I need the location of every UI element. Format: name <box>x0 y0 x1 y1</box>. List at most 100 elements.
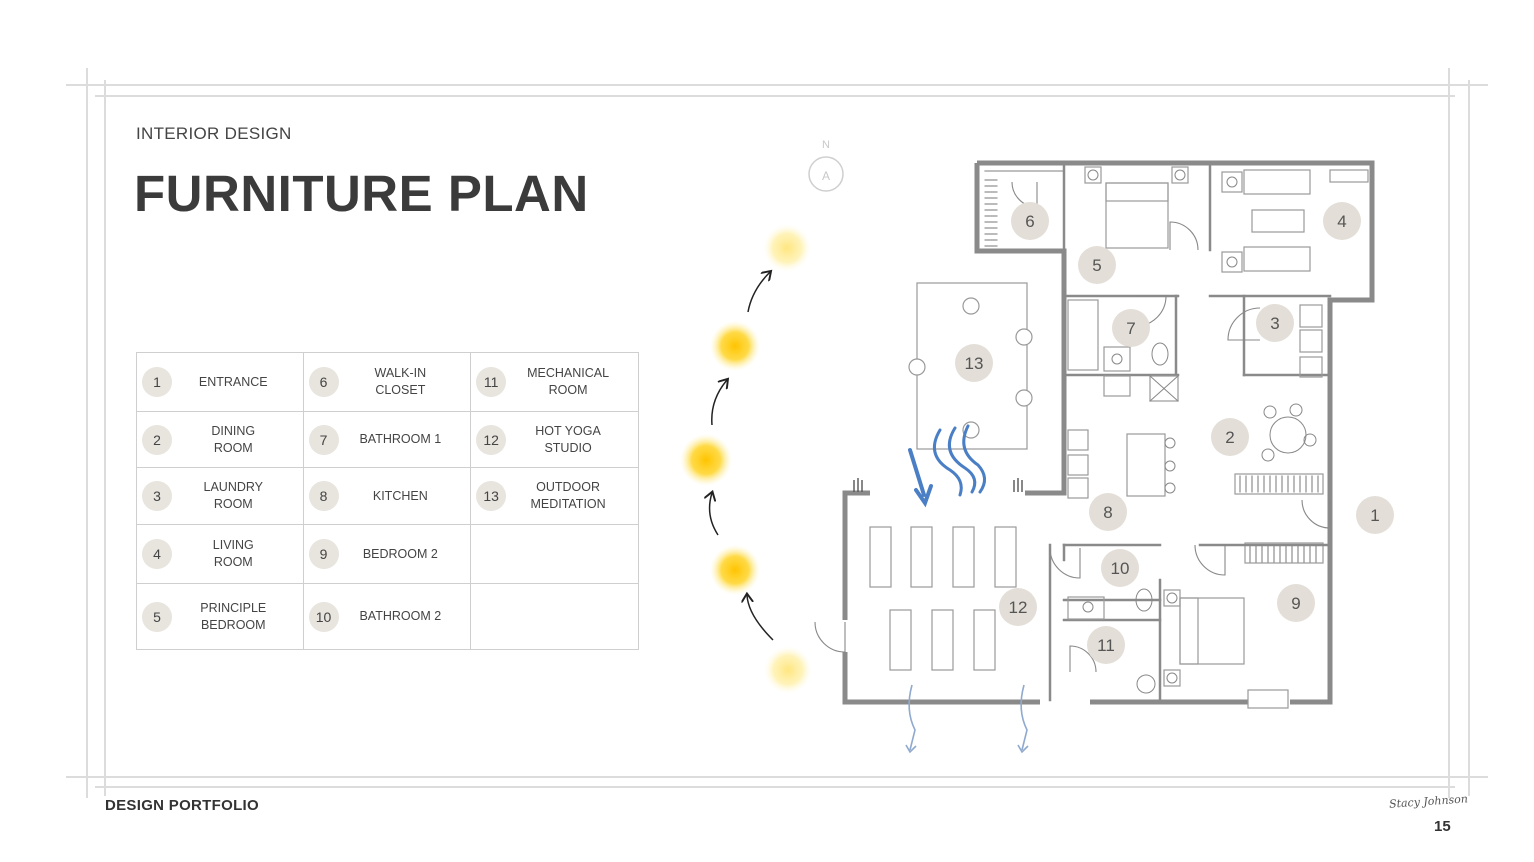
room-number-marker <box>1011 202 1049 240</box>
room-number-marker <box>999 588 1037 626</box>
lamp-icon <box>1087 169 1099 181</box>
yoga-mat <box>952 526 975 588</box>
counter <box>1067 429 1089 451</box>
nightstand <box>1163 589 1181 607</box>
legend-number: 2 <box>142 424 172 455</box>
room-number-label: 3 <box>1270 314 1279 333</box>
legend-label: PRINCIPLE BEDROOM <box>200 600 267 632</box>
meditation-cushion <box>962 297 980 315</box>
sofa <box>1243 246 1311 272</box>
legend-label: MECHANICAL ROOM <box>527 366 610 397</box>
sun-path-arrow <box>747 272 770 313</box>
room-number-marker <box>1087 626 1125 664</box>
toilet-icon <box>1151 342 1169 366</box>
compass-icon <box>808 156 844 192</box>
airflow-arrow <box>905 744 917 754</box>
room-number-label: 5 <box>1092 256 1101 275</box>
yoga-mat <box>973 609 996 671</box>
legend-label: OUTDOOR MEDITATION <box>530 480 606 511</box>
sun-icon <box>680 434 732 486</box>
toilet-icon <box>1135 588 1153 612</box>
exterior-wall <box>842 652 1040 705</box>
door-swing <box>1049 547 1081 579</box>
frame-line <box>1468 80 1470 796</box>
legend-number: 4 <box>142 539 172 569</box>
door-swing <box>1301 499 1331 529</box>
counter <box>1067 477 1089 499</box>
door-swing <box>1227 307 1261 341</box>
dining-chair <box>1303 433 1317 447</box>
yoga-mat <box>931 609 954 671</box>
stove <box>1067 454 1089 476</box>
room-number-label: 1 <box>1370 506 1379 525</box>
tv-console <box>1329 169 1369 183</box>
wind-swirl-icon <box>932 428 963 497</box>
sun-path-arrow <box>711 380 727 426</box>
compass-north-label: N <box>822 139 830 151</box>
kitchen-island <box>1126 433 1166 497</box>
washer <box>1299 304 1323 328</box>
fireplace <box>1247 689 1289 709</box>
footer-label: DESIGN PORTFOLIO <box>105 797 259 814</box>
bathroom-vanity <box>1103 346 1131 372</box>
compass-label: A <box>822 169 830 183</box>
meditation-cushion <box>1015 328 1033 346</box>
nightstand <box>1163 669 1181 687</box>
plant-icon <box>1013 478 1023 492</box>
lamp-icon <box>1226 256 1238 268</box>
legend-cell: 3 LAUNDRY ROOM <box>136 467 304 525</box>
frame-line <box>66 84 1488 86</box>
legend-number: 8 <box>308 481 339 511</box>
legend-number: 13 <box>476 481 507 511</box>
legend-label: DINING ROOM <box>211 423 256 455</box>
lamp-icon <box>1226 176 1238 188</box>
sun-icon <box>764 646 812 694</box>
sink-icon <box>1082 601 1094 613</box>
sun-icon <box>763 224 811 272</box>
door-swing <box>1069 645 1097 673</box>
legend-number: 1 <box>142 367 172 397</box>
nightstand <box>1084 166 1102 184</box>
legend-label: BEDROOM 2 <box>362 546 438 561</box>
yoga-mat <box>994 526 1017 588</box>
airflow-arrow <box>1017 744 1029 754</box>
shower <box>1067 299 1099 371</box>
room-number-label: 11 <box>1097 636 1115 655</box>
airflow-line <box>908 684 916 751</box>
plant-icon <box>853 478 863 492</box>
bar-stool <box>1164 482 1176 494</box>
exterior-wall <box>1290 699 1333 705</box>
legend-number: 5 <box>142 601 172 632</box>
dining-table <box>1269 416 1307 454</box>
bar-stool <box>1164 437 1176 449</box>
legend-number: 12 <box>476 424 507 455</box>
frame-line <box>104 80 106 796</box>
door-swing <box>1194 544 1226 576</box>
side-table <box>1221 171 1243 193</box>
frame-line <box>86 68 88 798</box>
room-number-marker <box>1112 309 1150 347</box>
legend-number: 3 <box>142 481 172 511</box>
door-swing <box>814 621 846 653</box>
closet-rod <box>1244 542 1324 564</box>
legend-label: LAUNDRY ROOM <box>203 480 264 511</box>
wind-swirl-icon <box>947 426 977 494</box>
coffee-table <box>1251 209 1305 233</box>
frame-line <box>66 776 1488 778</box>
lamp-icon <box>1166 672 1178 684</box>
room-number-marker <box>1356 496 1394 534</box>
stove-top <box>1103 375 1131 397</box>
sofa <box>1243 169 1311 195</box>
legend-cell: 13 OUTDOOR MEDITATION <box>470 467 639 525</box>
room-number-marker <box>1101 549 1139 587</box>
sun-path-arrow <box>710 493 719 536</box>
room-number-marker <box>1211 418 1249 456</box>
legend-cell <box>470 583 639 650</box>
frame-line <box>1448 68 1450 798</box>
